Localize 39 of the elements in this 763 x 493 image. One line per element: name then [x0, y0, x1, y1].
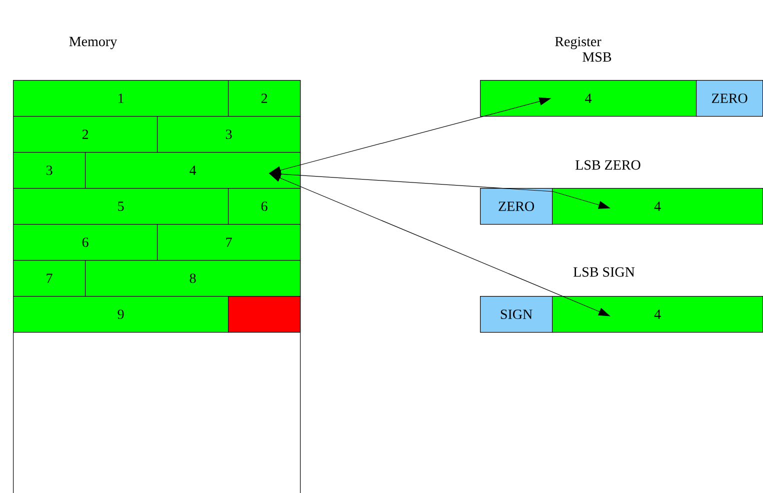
memory-cell	[480, 80, 697, 117]
cell-text: 5	[118, 202, 124, 211]
cell-text: 6	[82, 238, 88, 247]
label: Register	[555, 36, 602, 50]
cell-text: 3	[226, 130, 232, 139]
memory-cell	[13, 224, 158, 261]
cell-text: ZERO	[712, 94, 748, 103]
cell-text: ZERO	[498, 202, 534, 211]
cell-text: 6	[261, 202, 268, 211]
label: LSB ZERO	[576, 160, 640, 170]
memory-cell	[228, 296, 301, 333]
label: MSB	[582, 52, 612, 62]
cell-text: 9	[118, 310, 124, 319]
memory-cell	[228, 80, 301, 117]
memory-cell	[13, 152, 86, 189]
cell-text: 7	[226, 238, 232, 247]
cell-text: 4	[585, 94, 592, 103]
memory-cell	[552, 296, 763, 333]
heading: Memory	[69, 36, 118, 50]
cell-text: 4	[190, 166, 196, 175]
cell-text: 4	[654, 202, 661, 211]
memory-cell	[13, 116, 158, 153]
cell-text: 3	[46, 166, 52, 175]
cell-text: 7	[46, 274, 52, 283]
flag-cell	[696, 80, 763, 117]
memory-cell	[552, 188, 763, 225]
cell-text: 2	[82, 130, 88, 139]
flag-cell	[480, 296, 553, 333]
flag-cell	[480, 188, 553, 225]
memory-cell	[228, 188, 301, 225]
cell-text: 4	[654, 310, 661, 319]
cell-text: 8	[190, 274, 196, 284]
memory-cell	[157, 116, 301, 153]
memory-cell	[157, 224, 301, 261]
memory-cell	[13, 260, 86, 297]
cell-text: 1	[118, 94, 124, 103]
label: LSB SIGN	[574, 267, 635, 277]
cell-text: SIGN	[500, 310, 532, 319]
cell-text: 2	[261, 94, 268, 103]
